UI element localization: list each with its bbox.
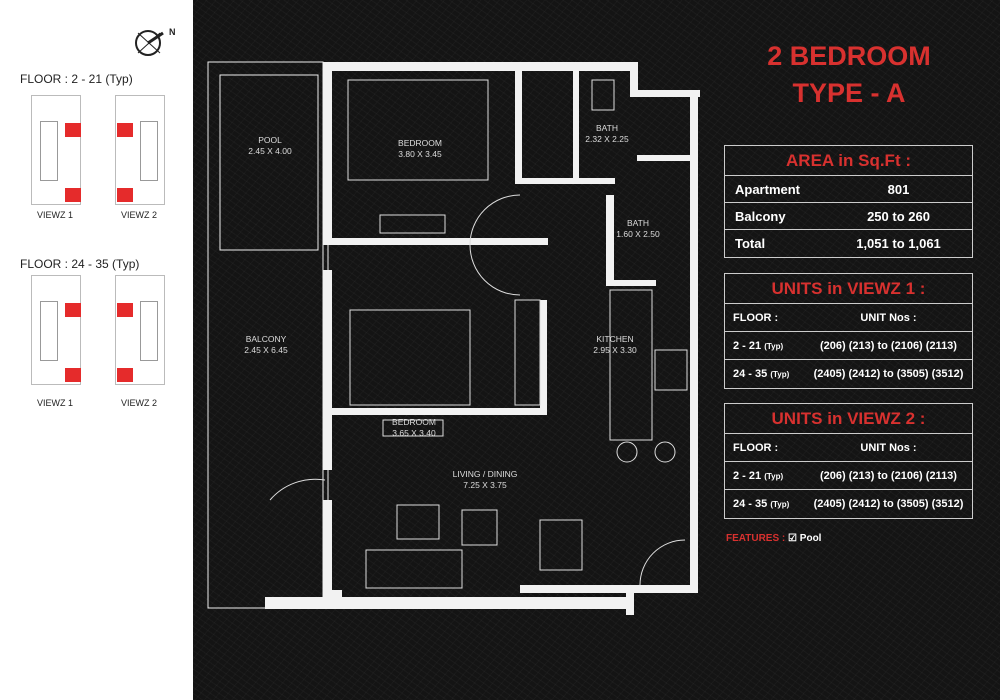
checkbox-checked-icon: ☑: [788, 533, 798, 544]
units-heading: UNITS in VIEWZ 2 :: [725, 404, 972, 434]
features: FEATURES : ☑ Pool: [726, 533, 821, 544]
view-label: VIEWZ 1: [36, 210, 73, 220]
pool-outline: [219, 74, 319, 251]
view-label: VIEWZ 2: [120, 398, 157, 408]
room-size: 7.25 X 3.75: [463, 480, 507, 490]
room-size: 2.45 X 6.45: [244, 345, 288, 355]
units-viewz-2-table: UNITS in VIEWZ 2 : FLOOR :UNIT Nos : 2 -…: [724, 403, 973, 519]
svg-text:N: N: [169, 27, 176, 37]
unit-type-title: 2 BEDROOM: [767, 41, 931, 71]
room-name: BEDROOM: [398, 138, 442, 148]
table-row: 2 - 21 (Typ)(206) (213) to (2106) (2113): [725, 332, 972, 360]
key-plan-viewz-1: [31, 95, 81, 205]
room-size: 2.32 X 2.25: [585, 134, 629, 144]
table-row: 24 - 35 (Typ)(2405) (2412) to (3505) (35…: [733, 368, 964, 380]
room-size: 2.45 X 4.00: [248, 146, 292, 156]
compass-icon: N: [135, 27, 176, 56]
room-name: BATH: [596, 123, 618, 133]
view-label: VIEWZ 2: [120, 210, 157, 220]
units-heading: UNITS in VIEWZ 1 :: [725, 274, 972, 304]
key-plan-panel: N FLOOR : 2 - 21 (Typ) VIEWZ 1 VIEWZ 2 F…: [0, 0, 193, 700]
room-name: BEDROOM: [392, 417, 436, 427]
tv-unit: [396, 504, 440, 540]
unit-type-subtitle: TYPE - A: [792, 78, 906, 108]
armchair: [461, 509, 498, 546]
room-labels: POOL 2.45 X 4.00 BEDROOM 3.80 X 3.45 BAT…: [244, 123, 660, 490]
feature-item: Pool: [799, 533, 822, 544]
key-plan-viewz-2: [115, 95, 165, 205]
furniture: [269, 79, 688, 589]
room-size: 2.95 X 3.30: [593, 345, 637, 355]
room-name: POOL: [258, 135, 282, 145]
room-size: 3.80 X 3.45: [398, 149, 442, 159]
bed: [347, 79, 489, 181]
area-heading: AREA in Sq.Ft :: [725, 146, 972, 176]
table-row: 2 - 21 (Typ)(206) (213) to (2106) (2113): [725, 462, 972, 490]
counter: [609, 289, 653, 441]
table-header: FLOOR :UNIT Nos :: [725, 304, 972, 332]
cooktop: [654, 349, 688, 391]
key-plan-viewz-2: [115, 275, 165, 385]
room-name: BALCONY: [246, 334, 287, 344]
floor-label: FLOOR : 2 - 21 (Typ): [20, 72, 133, 86]
dining-table: [539, 519, 583, 571]
view-label: VIEWZ 1: [36, 398, 73, 408]
sofa: [365, 549, 463, 589]
bed: [349, 309, 471, 406]
table-row: 24 - 35 (Typ)(2405) (2412) to (3505) (35…: [733, 498, 964, 510]
walls: [265, 62, 700, 615]
units-viewz-1-table: UNITS in VIEWZ 1 : FLOOR :UNIT Nos : 2 -…: [724, 273, 973, 389]
room-size: 3.65 X 3.40: [392, 428, 436, 438]
floor-label: FLOOR : 24 - 35 (Typ): [20, 257, 140, 271]
room-name: LIVING / DINING: [453, 469, 518, 479]
features-label: FEATURES :: [726, 533, 786, 544]
table-header: FLOOR :UNIT Nos :: [725, 434, 972, 462]
room-name: KITCHEN: [596, 334, 633, 344]
room-size: 1.60 X 2.50: [616, 229, 660, 239]
room-name: BATH: [627, 218, 649, 228]
key-plan-viewz-1: [31, 275, 81, 385]
